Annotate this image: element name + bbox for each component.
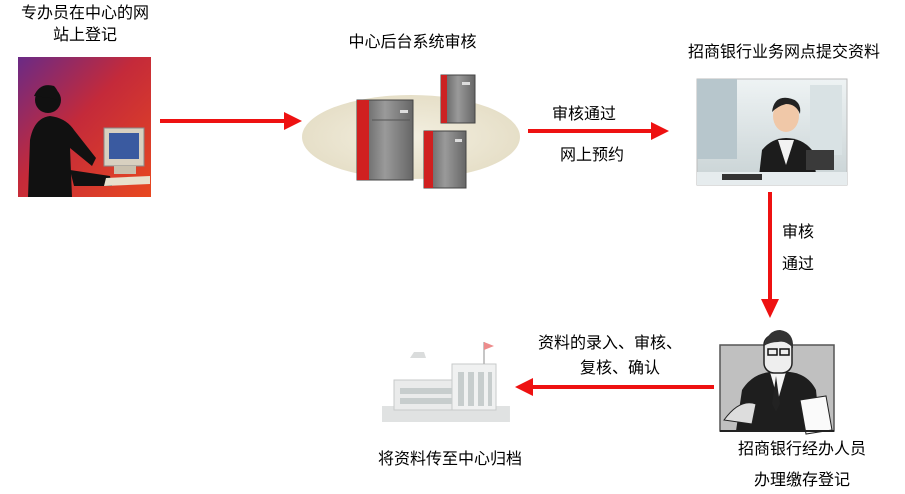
server-cluster-icon (302, 74, 520, 189)
arrow-review-submit-line2: 网上预约 (560, 145, 625, 164)
arrow-submit-to-handle (761, 192, 779, 318)
arrow-handle-archive-line2: 复核、确认 (580, 358, 661, 377)
arrow-handle-to-archive (515, 378, 714, 396)
arrow-review-submit-line1: 审核通过 (552, 104, 617, 123)
handle-label-line1: 招商银行经办人员 (737, 439, 866, 458)
office-building-icon (382, 342, 510, 422)
handle-label-line2: 办理缴存登记 (753, 470, 850, 489)
register-label: 专办员在中心的网 站上登记 (0, 2, 170, 46)
bank-clerk-photo-icon (696, 78, 848, 186)
submit-label: 招商银行业务网点提交资料 (687, 42, 880, 61)
register-label-line1: 专办员在中心的网 (20, 3, 149, 22)
review-label: 中心后台系统审核 (348, 32, 477, 51)
handle-label: 招商银行经办人员 办理缴存登记 (712, 438, 892, 491)
arrow-handle-archive-line1: 资料的录入、审核、 (538, 333, 683, 352)
archive-label: 将资料传至中心归档 (377, 449, 522, 468)
businessman-at-desk-icon (719, 330, 835, 435)
arrow-submit-handle-line2: 通过 (782, 254, 815, 273)
register-label-line2: 站上登记 (52, 25, 117, 44)
arrow-register-to-review (160, 112, 302, 130)
arrow-review-to-submit (528, 122, 669, 140)
arrow-submit-handle-line1: 审核 (782, 222, 815, 241)
person-at-computer-icon (18, 57, 151, 197)
